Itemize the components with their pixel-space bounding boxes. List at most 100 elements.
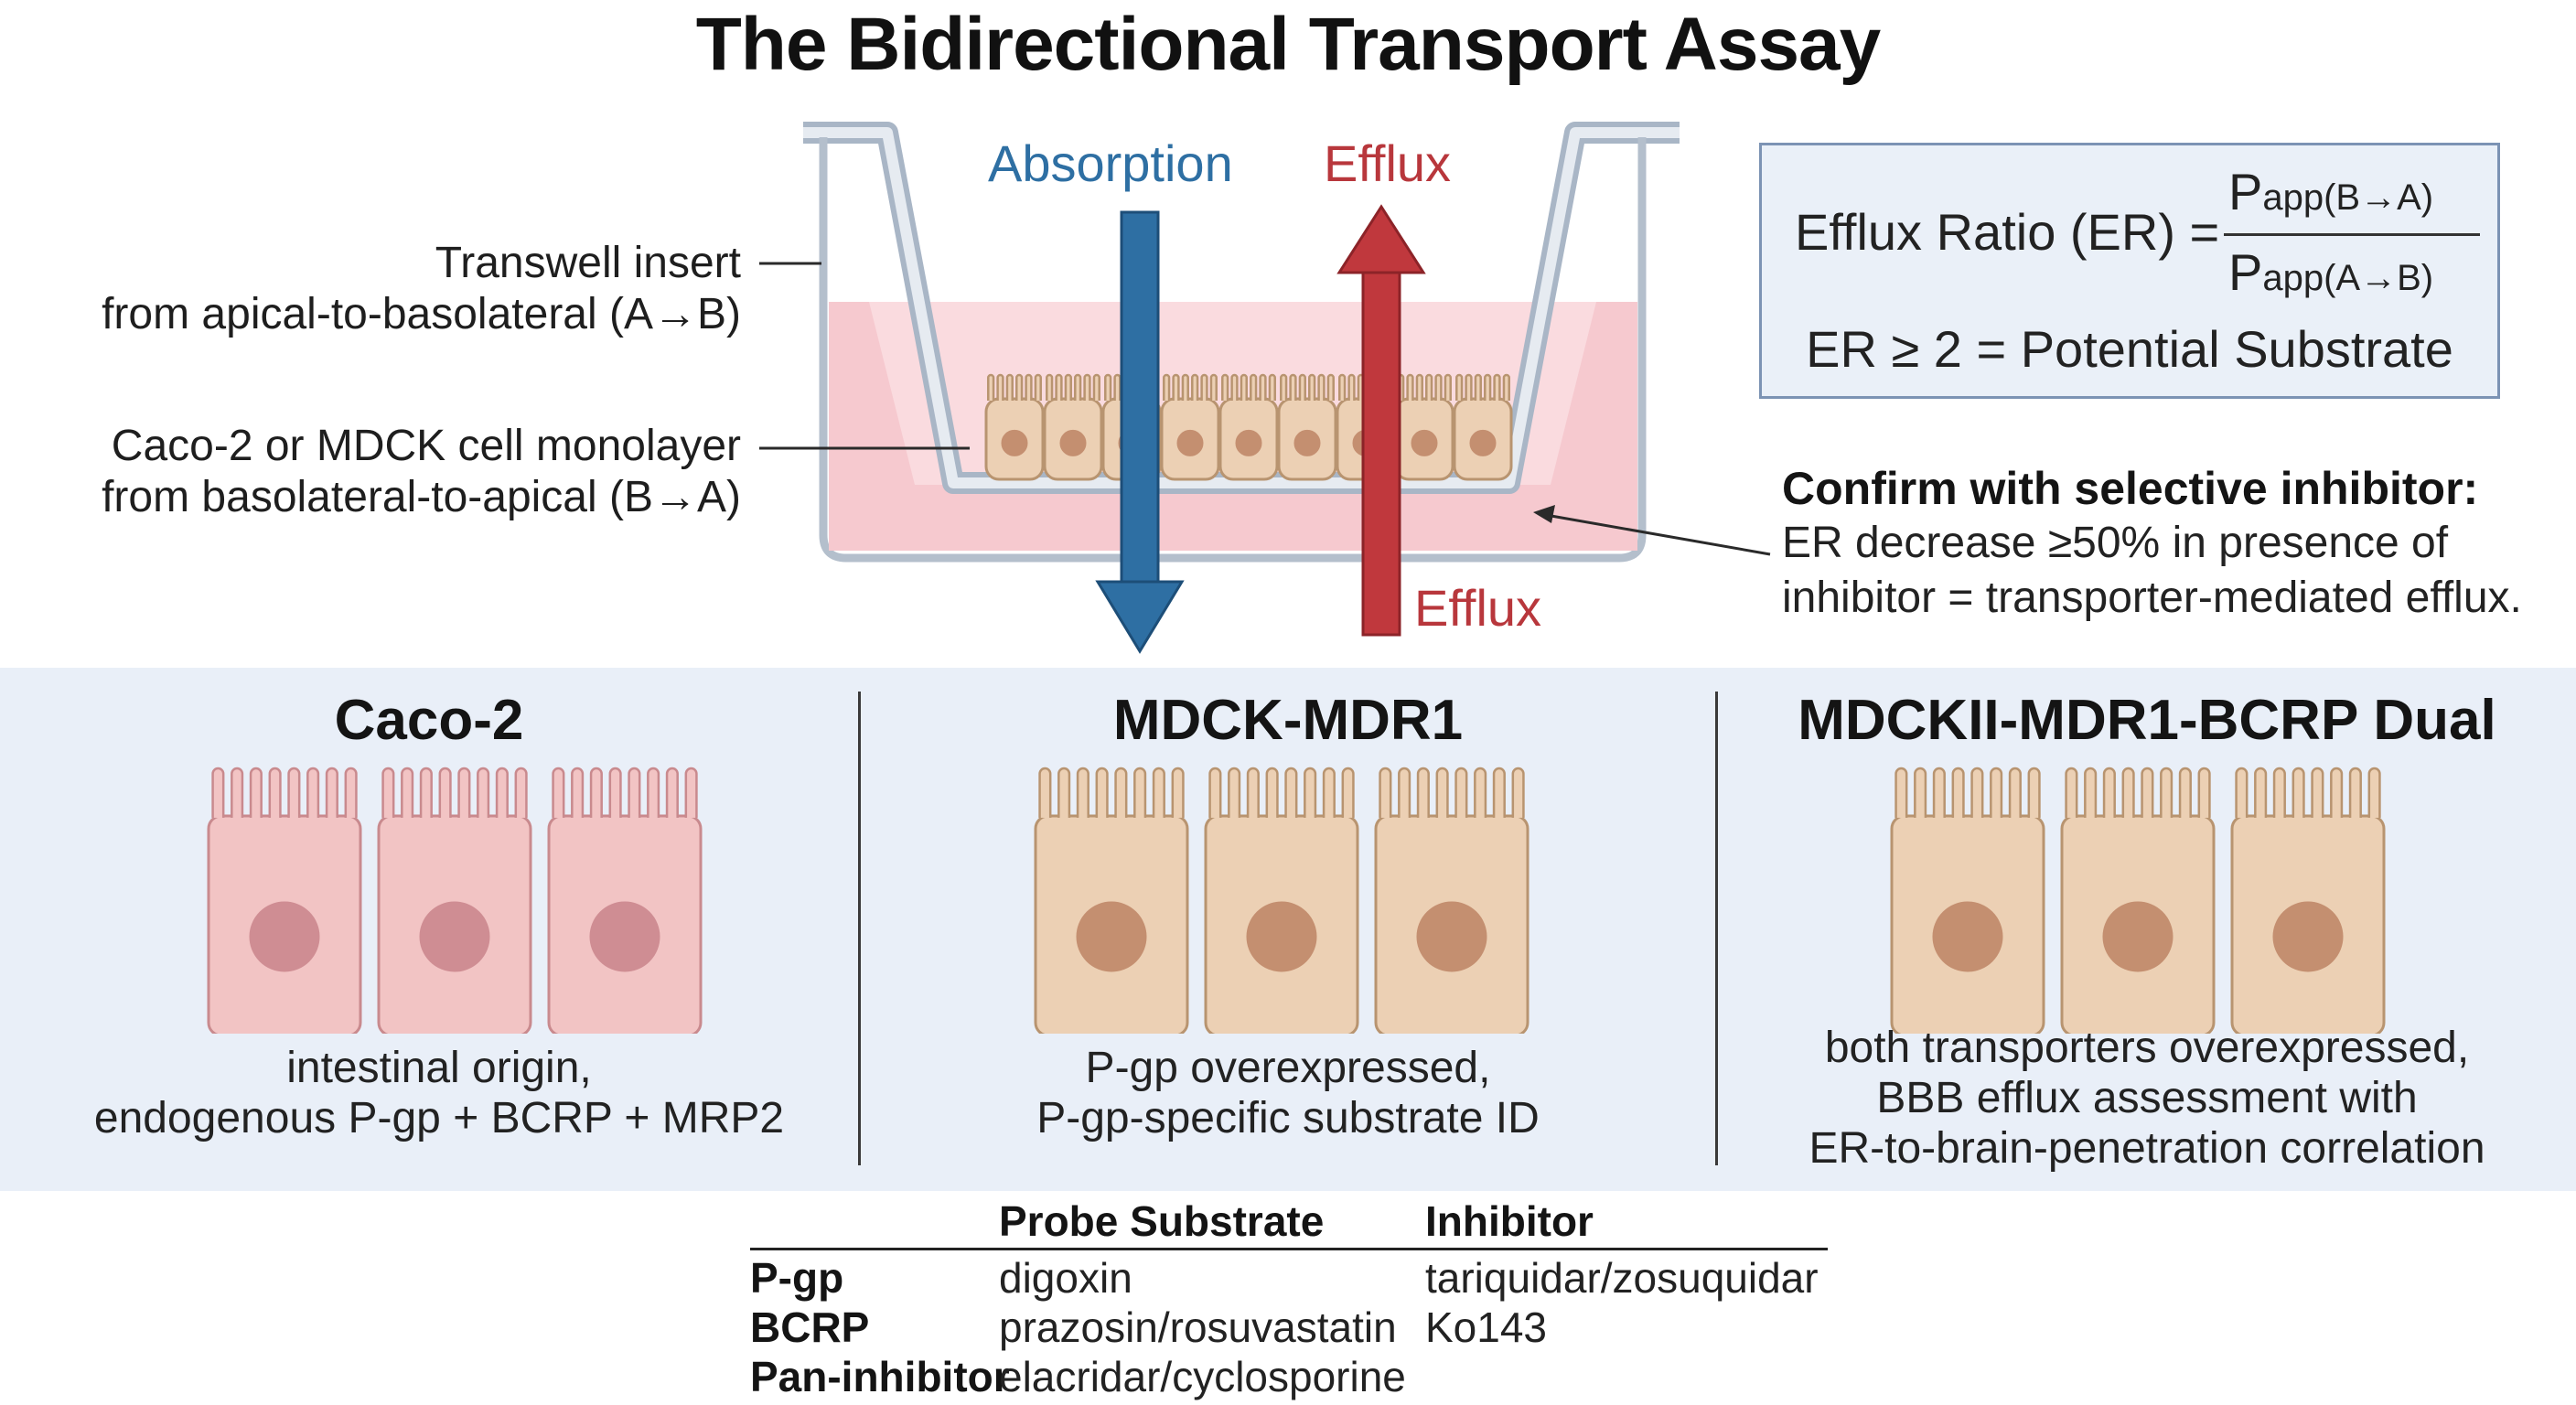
panel-desc-line: BBB efflux assessment with xyxy=(1876,1074,2418,1122)
inhibitor-confirmation: Confirm with selective inhibitor: ER dec… xyxy=(1782,461,2569,626)
leader-confirm xyxy=(1545,513,1771,556)
panel-title-caco2: Caco-2 xyxy=(334,689,524,752)
confirm-line-2: inhibitor = transporter-mediated efflux. xyxy=(1782,574,2522,622)
dual-cells xyxy=(1890,767,2386,1034)
insert-label-line2: from apical-to-basolateral (A→B) xyxy=(102,290,741,338)
efflux-ratio-lhs: Efflux Ratio (ER) = xyxy=(1795,203,2220,261)
table-row-key: BCRP xyxy=(750,1303,870,1351)
divider-2 xyxy=(1715,692,1718,1165)
nucleus xyxy=(1176,429,1204,456)
cells-label-line2: from basolateral-to-apical (B→A) xyxy=(102,473,741,521)
cell xyxy=(1277,373,1337,481)
absorption-arrow xyxy=(1095,210,1185,654)
cell xyxy=(1043,373,1103,481)
microvilli xyxy=(1455,373,1510,401)
efflux-label-top: Efflux xyxy=(1324,134,1452,192)
cell xyxy=(2230,767,2386,1034)
fraction-bar xyxy=(2224,233,2480,236)
divider-1 xyxy=(858,692,861,1165)
microvilli xyxy=(552,767,698,818)
nucleus xyxy=(419,901,490,972)
panel-desc-line: both transporters overexpressed, xyxy=(1824,1024,2470,1072)
table-row-key: Pan-inhibitor xyxy=(750,1353,1010,1400)
cell xyxy=(2060,767,2216,1034)
nucleus xyxy=(1059,429,1087,456)
panel-desc-line: P-gp-specific substrate ID xyxy=(1036,1094,1540,1142)
well-outer xyxy=(819,430,1647,563)
efflux-arrow xyxy=(1336,204,1426,637)
insert-label: Transwell insert from apical-to-basolate… xyxy=(27,238,741,340)
confirm-line-1: ER decrease ≥50% in presence of xyxy=(1782,519,2449,567)
nucleus xyxy=(1076,901,1147,972)
nucleus xyxy=(1469,429,1497,456)
nucleus xyxy=(1235,429,1262,456)
microvilli xyxy=(381,767,528,818)
cell xyxy=(377,767,532,1034)
nucleus xyxy=(2102,901,2174,972)
insert-wall-inner xyxy=(803,127,1680,488)
microvilli xyxy=(211,767,358,818)
microvilli xyxy=(2235,767,2381,818)
panel-desc-line: intestinal origin, xyxy=(286,1044,592,1092)
table-cell: digoxin xyxy=(999,1254,1132,1302)
nucleus xyxy=(589,901,660,972)
table-cell: Ko143 xyxy=(1425,1303,1548,1351)
cell xyxy=(1160,373,1220,481)
table-row-key: P-gp xyxy=(750,1254,844,1302)
microvilli xyxy=(1221,373,1276,401)
cell xyxy=(1394,373,1454,481)
nucleus xyxy=(1001,429,1028,456)
nucleus xyxy=(2272,901,2344,972)
panel-desc-dual: both transporters overexpressed, BBB eff… xyxy=(1718,1023,2576,1174)
efflux-ratio-box: Efflux Ratio (ER) = Papp(B→A) Papp(A→B) … xyxy=(1759,143,2500,399)
cell xyxy=(1890,767,2045,1034)
cell xyxy=(1453,373,1513,481)
cell xyxy=(1218,373,1279,481)
cell xyxy=(547,767,703,1034)
microvilli xyxy=(1038,767,1185,818)
confirm-heading: Confirm with selective inhibitor: xyxy=(1782,463,2479,514)
efflux-label-bottom: Efflux xyxy=(1414,579,1542,637)
table-cell: prazosin/rosuvastatin xyxy=(999,1303,1397,1351)
panel-desc-line: endogenous P-gp + BCRP + MRP2 xyxy=(93,1094,785,1142)
efflux-ratio-numerator: Papp(B→A) xyxy=(2228,163,2434,220)
insert-label-line1: Transwell insert xyxy=(435,239,741,287)
table-header-inhibitor: Inhibitor xyxy=(1425,1197,1594,1245)
microvilli xyxy=(1163,373,1218,401)
page-title: The Bidirectional Transport Assay xyxy=(695,3,1882,86)
cells-label-line1: Caco-2 or MDCK cell monolayer xyxy=(111,422,741,470)
absorption-label: Absorption xyxy=(988,134,1233,192)
nucleus xyxy=(1411,429,1438,456)
cell xyxy=(1034,767,1189,1034)
mdck-mdr1-cells xyxy=(1034,767,1530,1034)
microvilli xyxy=(1280,373,1335,401)
cell xyxy=(1374,767,1530,1034)
panel-desc-line: ER-to-brain-penetration correlation xyxy=(1809,1124,2485,1173)
cell-illustrations xyxy=(207,767,2386,1034)
table-cell: elacridar/cyclosporine xyxy=(999,1353,1406,1400)
microvilli xyxy=(1894,767,2041,818)
nucleus xyxy=(1932,901,2003,972)
nucleus xyxy=(1416,901,1487,972)
table-header-substrate: Probe Substrate xyxy=(999,1197,1325,1245)
panel-desc-caco2: intestinal origin, endogenous P-gp + BCR… xyxy=(0,1043,878,1143)
panel-desc-line: P-gp overexpressed, xyxy=(1085,1044,1491,1092)
nucleus xyxy=(1293,429,1321,456)
cell xyxy=(1204,767,1359,1034)
er-criterion: ER ≥ 2 = Potential Substrate xyxy=(1806,320,2453,378)
microvilli xyxy=(987,373,1042,401)
microvilli xyxy=(2065,767,2211,818)
microvilli xyxy=(1046,373,1100,401)
cells-label: Caco-2 or MDCK cell monolayer from basol… xyxy=(27,421,741,523)
efflux-ratio-denominator: Papp(A→B) xyxy=(2228,243,2434,301)
cell xyxy=(984,373,1045,481)
nucleus xyxy=(1246,901,1317,972)
table-cell: tariquidar/zosuquidar xyxy=(1425,1254,1819,1302)
table-rule xyxy=(750,1248,1828,1250)
microvilli xyxy=(1208,767,1355,818)
panel-title-dual: MDCKII-MDR1-BCRP Dual xyxy=(1798,689,2496,752)
nucleus xyxy=(249,901,320,972)
microvilli xyxy=(1379,767,1525,818)
cell xyxy=(207,767,362,1034)
transwell-diagram xyxy=(759,122,1771,654)
